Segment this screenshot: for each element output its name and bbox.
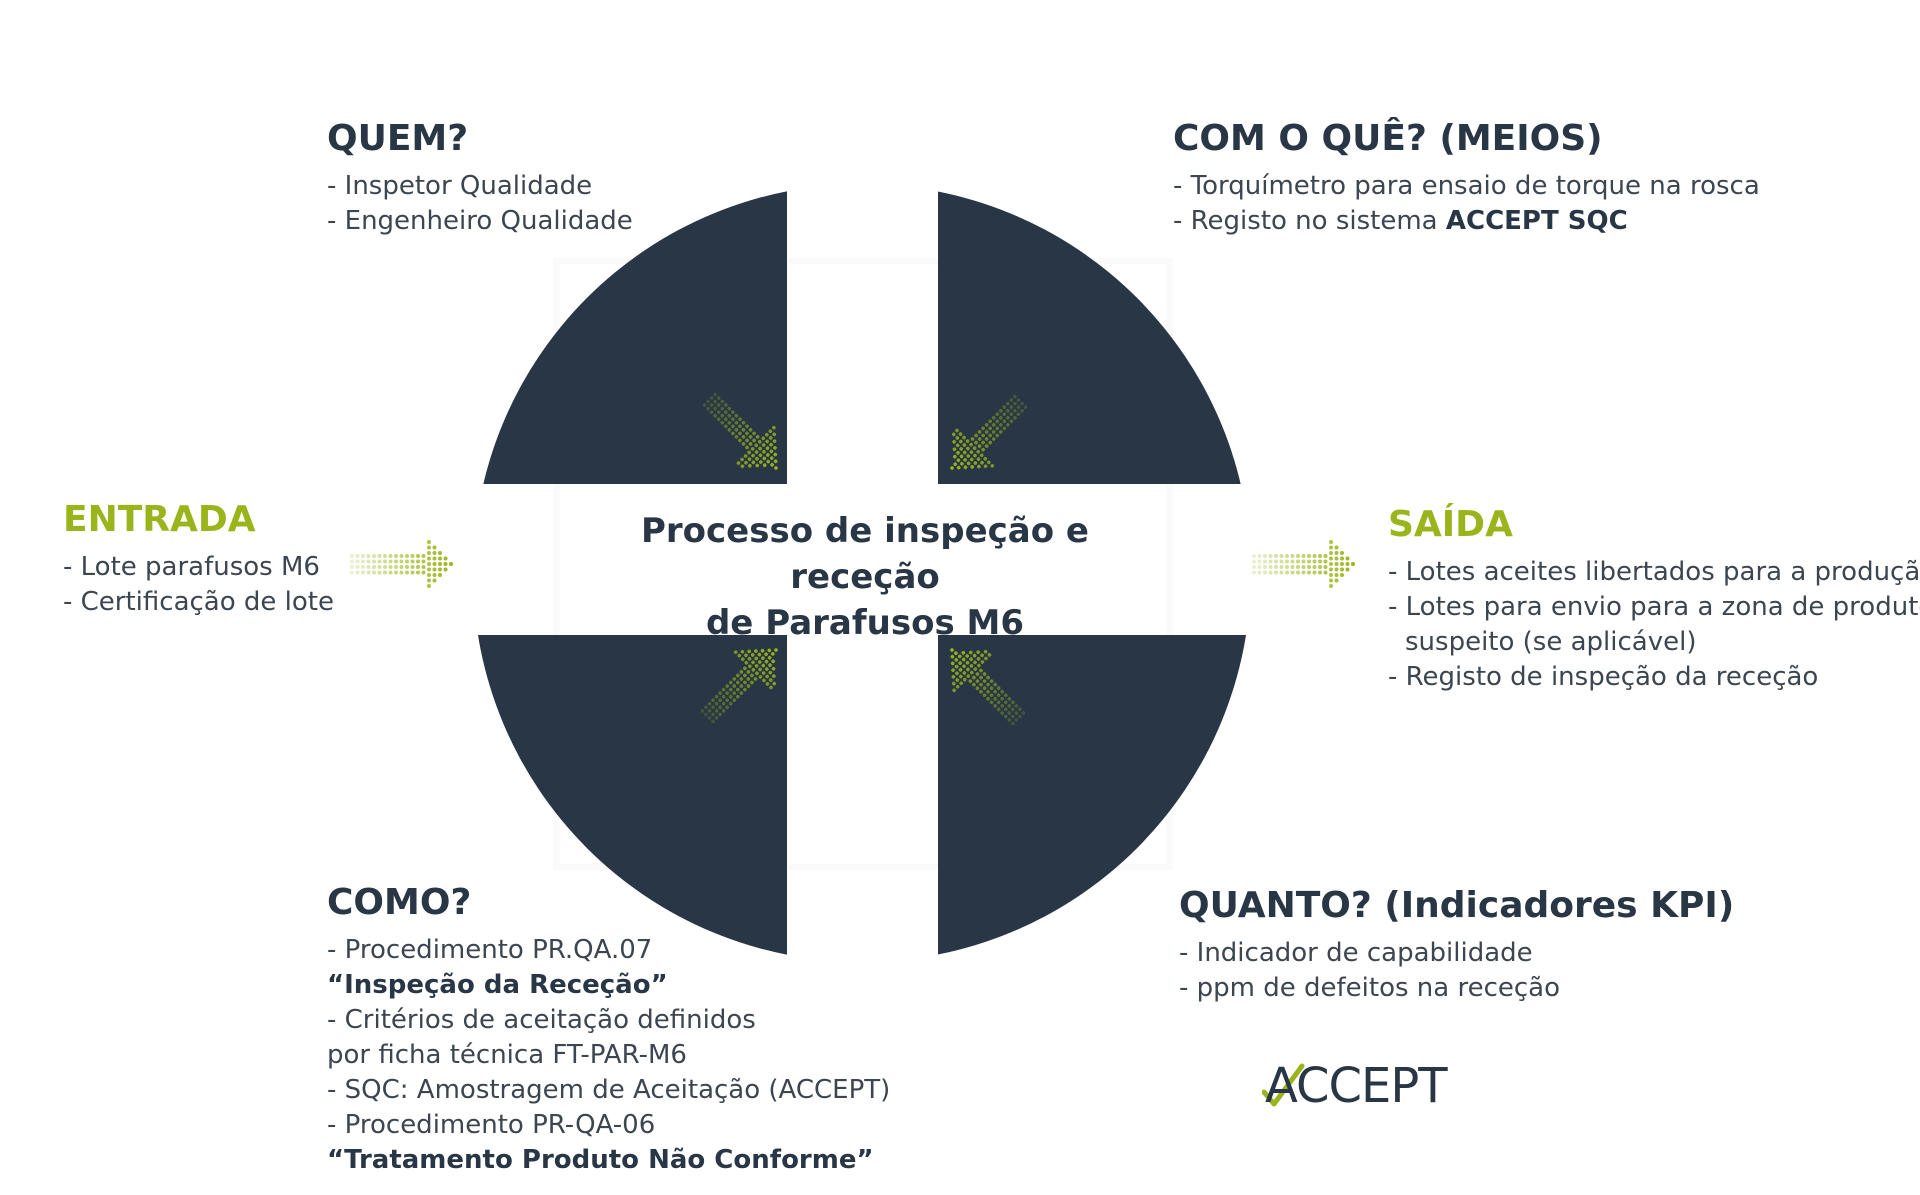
com-o-que-item-bold: ACCEPT SQC — [1445, 206, 1628, 236]
saida-item-continued: suspeito (se aplicável) — [1405, 627, 1697, 657]
como-line: - Procedimento PR.QA.07 — [327, 935, 653, 965]
como-line: - Procedimento PR-QA-06 — [327, 1110, 656, 1140]
saida-block: SAÍDA - Lotes aceites libertados para a … — [1388, 503, 1920, 695]
com-o-que-item: - Torquímetro para ensaio de torque na r… — [1173, 171, 1760, 201]
entrada-item: - Lote parafusos M6 — [63, 552, 320, 582]
quem-item: - Engenheiro Qualidade — [327, 206, 633, 236]
entrada-block: ENTRADA - Lote parafusos M6 - Certificaç… — [63, 498, 334, 620]
saida-arrow-icon — [1252, 540, 1355, 588]
saida-item: - Lotes aceites libertados para a produç… — [1388, 557, 1920, 587]
como-line-bold: “Inspeção da Receção” — [327, 970, 668, 1000]
com-o-que-title: COM O QUÊ? (MEIOS) — [1173, 118, 1603, 159]
quem-block: QUEM? - Inspetor Qualidade - Engenheiro … — [327, 117, 633, 239]
como-line: por ficha técnica FT-PAR-M6 — [327, 1040, 687, 1070]
como-title: COMO? — [327, 882, 472, 923]
com-o-que-diagonal-arrow-icon — [950, 394, 1028, 470]
entrada-item: - Certificação de lote — [63, 587, 334, 617]
como-diagonal-arrow-icon — [700, 648, 778, 724]
quanto-diagonal-arrow-icon — [950, 648, 1026, 726]
como-line: - SQC: Amostragem de Aceitação (ACCEPT) — [327, 1075, 891, 1105]
com-o-que-item: - Registo no sistema ACCEPT SQC — [1173, 204, 1760, 239]
quanto-block: QUANTO? (Indicadores KPI) - Indicador de… — [1179, 884, 1734, 1006]
com-o-que-item-text: - Registo no sistema — [1173, 206, 1446, 236]
saida-item: - Registo de inspeção da receção — [1388, 662, 1819, 692]
quanto-title: QUANTO? (Indicadores KPI) — [1179, 885, 1735, 926]
com-o-que-block: COM O QUÊ? (MEIOS) - Torquímetro para en… — [1173, 117, 1760, 239]
center-title: Processo de inspeção e receção de Parafu… — [585, 508, 1145, 646]
accept-logo: ACCEPT — [1265, 1058, 1448, 1114]
quem-diagonal-arrow-icon — [702, 392, 778, 470]
entrada-title: ENTRADA — [63, 499, 256, 540]
check-mark-icon — [1262, 1063, 1305, 1107]
saida-item: - Lotes para envio para a zona de produt… — [1388, 592, 1920, 622]
quanto-item: - ppm de defeitos na receção — [1179, 973, 1561, 1003]
quanto-item: - Indicador de capabilidade — [1179, 938, 1533, 968]
como-block: COMO? - Procedimento PR.QA.07 “Inspeção … — [327, 881, 890, 1178]
entrada-arrow-icon — [350, 540, 453, 588]
como-line-bold: “Tratamento Produto Não Conforme” — [327, 1145, 874, 1175]
como-line: - Critérios de aceitação definidos — [327, 1005, 756, 1035]
center-title-line: de Parafusos M6 — [705, 603, 1025, 643]
quem-title: QUEM? — [327, 118, 469, 159]
saida-title: SAÍDA — [1388, 504, 1513, 545]
quem-item: - Inspetor Qualidade — [327, 171, 593, 201]
center-title-line: Processo de inspeção e receção — [640, 511, 1089, 597]
